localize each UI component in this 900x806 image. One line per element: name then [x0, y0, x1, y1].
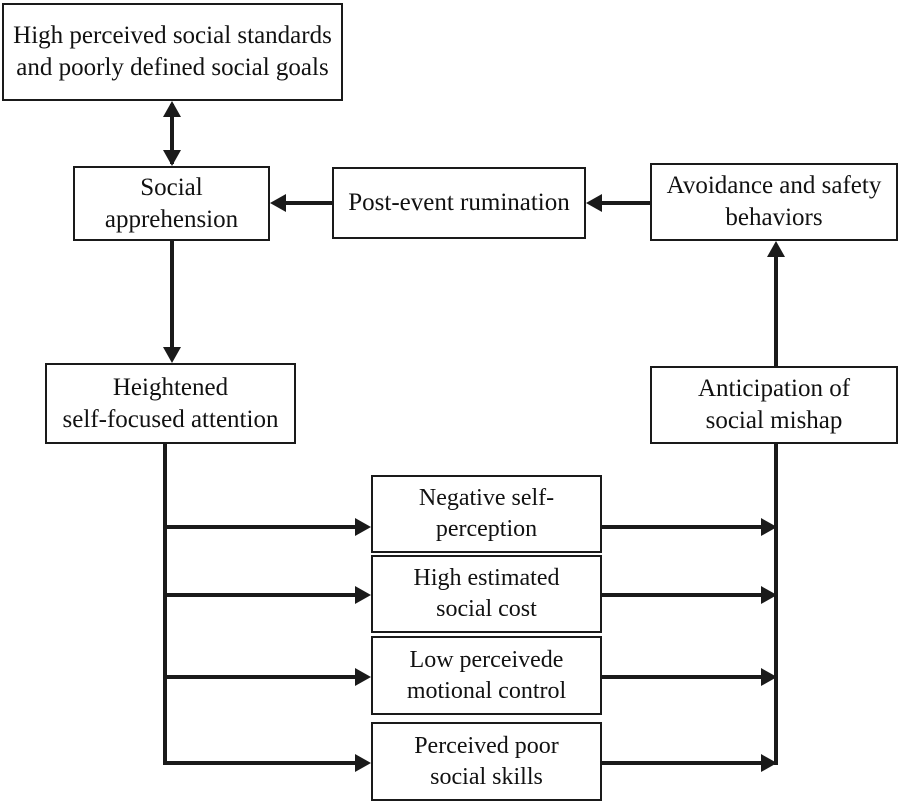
- edge-attention-socialcost-arrowhead: [355, 586, 371, 604]
- edge-attention-emotctrl-arrowhead: [355, 668, 371, 686]
- edge-rumination-apprehension-arrowhead: [270, 194, 286, 212]
- node-perceived-poor-social-skills: Perceived poor social skills: [371, 722, 602, 801]
- edge-apprehension-attention-arrowhead: [163, 347, 181, 363]
- edge-attention-emotctrl-line: [163, 675, 355, 679]
- edge-merge-spine: [774, 444, 778, 765]
- node-label: Avoidance and safety behaviors: [666, 172, 882, 231]
- node-social-apprehension: Social apprehension: [73, 166, 270, 241]
- node-label: Social apprehension: [104, 173, 239, 233]
- edge-attention-socialskills-line: [163, 761, 355, 765]
- node-low-perceived-emotional-control: Low perceivede motional control: [371, 636, 602, 715]
- node-negative-self-perception: Negative self- perception: [371, 475, 602, 553]
- edge-emotctrl-anticipation-arrowhead: [761, 668, 777, 686]
- node-anticipation-of-social-mishap: Anticipation of social mishap: [650, 366, 898, 444]
- node-label: Heightened self-focused attention: [62, 373, 279, 433]
- edge-attention-negself-line: [163, 525, 355, 529]
- edge-apprehension-attention-line: [170, 241, 174, 347]
- node-label: High perceived social standards and poor…: [13, 22, 332, 81]
- edge-emotctrl-anticipation-line: [602, 675, 761, 679]
- node-avoidance-and-safety-behaviors: Avoidance and safety behaviors: [650, 163, 898, 241]
- edge-avoidance-rumination-line: [602, 201, 650, 205]
- node-label: Anticipation of social mishap: [697, 375, 851, 434]
- node-high-estimated-social-cost: High estimated social cost: [371, 555, 602, 633]
- edge-apprehension-standards-line: [170, 104, 174, 164]
- edge-attention-socialcost-line: [163, 593, 355, 597]
- edge-anticipation-avoidance-arrowhead: [767, 241, 785, 257]
- node-label: Negative self- perception: [418, 485, 555, 542]
- edge-anticipation-avoidance-line: [774, 257, 778, 366]
- node-post-event-rumination: Post-event rumination: [332, 167, 586, 239]
- edge-attention-socialskills-arrowhead: [355, 754, 371, 772]
- edge-negself-anticipation-line: [602, 525, 761, 529]
- node-high-perceived-social-standards: High perceived social standards and poor…: [2, 3, 343, 101]
- edge-socialskills-anticipation-arrowhead: [761, 754, 777, 772]
- node-label: Low perceivede motional control: [406, 646, 567, 704]
- edge-apprehension-standards-arrowhead-down: [163, 150, 181, 166]
- edge-avoidance-rumination-arrowhead: [586, 194, 602, 212]
- edge-negself-anticipation-arrowhead: [761, 518, 777, 536]
- edge-attention-spine: [163, 444, 167, 765]
- edge-socialcost-anticipation-arrowhead: [761, 586, 777, 604]
- node-label: Perceived poor social skills: [414, 732, 559, 790]
- node-heightened-self-focused-attention: Heightened self-focused attention: [45, 363, 296, 444]
- edge-socialcost-anticipation-line: [602, 593, 761, 597]
- edge-socialskills-anticipation-line: [602, 761, 761, 765]
- node-label: Post-event rumination: [348, 189, 570, 216]
- edge-attention-negself-arrowhead: [355, 518, 371, 536]
- edge-rumination-apprehension-line: [286, 201, 332, 205]
- node-label: High estimated social cost: [413, 565, 560, 622]
- edge-apprehension-standards-arrowhead-up: [163, 101, 181, 117]
